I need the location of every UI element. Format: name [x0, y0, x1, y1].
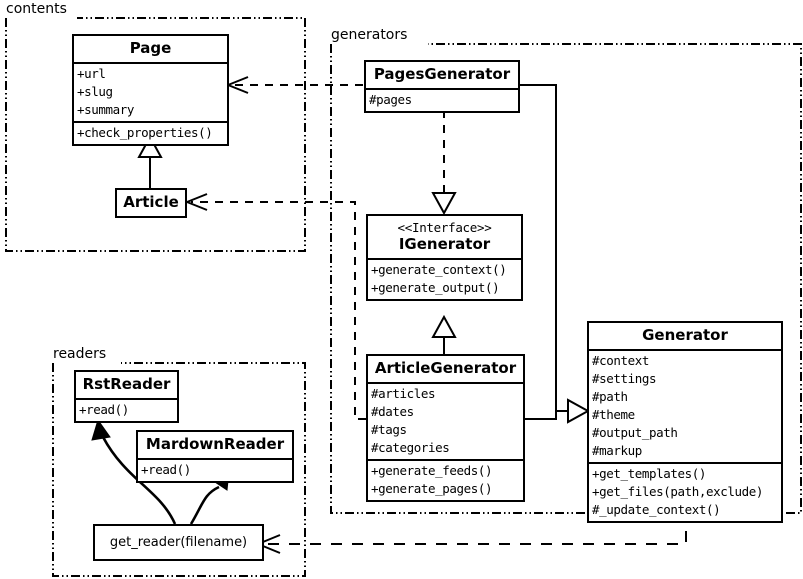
class-generator-attributes: #context #settings #path #theme #output_… — [589, 349, 781, 462]
class-article-generator-attributes: #articles #dates #tags #categories — [368, 382, 523, 459]
class-article-name: Article — [123, 193, 179, 211]
arrowhead-realization-igenerator — [431, 192, 457, 216]
operation-row: +generate_output() — [371, 280, 500, 296]
operation-row: +check_properties() — [77, 125, 213, 141]
attribute-row: +slug — [77, 84, 113, 100]
class-article-generator-operations: +generate_feeds() +generate_pages() — [368, 459, 523, 500]
line-articlegenerator-to-generator — [524, 411, 557, 420]
attribute-row: #markup — [592, 443, 642, 459]
function-box-get-reader[interactable]: get_reader(filename) — [93, 524, 264, 561]
attribute-row: #pages — [369, 92, 412, 108]
operation-row: +read() — [141, 462, 191, 478]
attribute-row: #path — [592, 389, 628, 405]
package-border-contents — [5, 17, 306, 252]
class-igenerator-stereotype: <<Interface>> — [397, 220, 492, 235]
arrowhead-generalization-generator — [567, 398, 591, 424]
class-rst-reader[interactable]: RstReader +read() — [74, 370, 179, 424]
operation-row: +generate_feeds() — [371, 463, 493, 479]
attribute-row: +summary — [77, 102, 135, 118]
class-igenerator[interactable]: <<Interface>> IGenerator +generate_conte… — [366, 214, 523, 302]
class-pages-generator-attributes: #pages — [366, 88, 518, 111]
operation-row: +get_templates() — [592, 466, 707, 482]
operation-row: +get_files(path,exclude) — [592, 484, 764, 500]
class-mardown-reader[interactable]: MardownReader +read() — [136, 430, 294, 484]
attribute-row: #context — [592, 353, 650, 369]
function-box-get-reader-label: get_reader(filename) — [109, 535, 248, 550]
package-label-contents: contents — [6, 1, 67, 17]
class-pages-generator-name: PagesGenerator — [373, 65, 511, 83]
arrowhead-generalization-igenerator — [431, 314, 457, 338]
class-generator-operations: +get_templates() +get_files(path,exclude… — [589, 462, 781, 521]
class-igenerator-operations: +generate_context() +generate_output() — [368, 258, 521, 299]
package-border-readers — [52, 362, 306, 577]
package-label-generators: generators — [331, 27, 408, 43]
operation-row: +read() — [79, 402, 129, 418]
class-generator[interactable]: Generator #context #settings #path #them… — [587, 321, 783, 524]
class-pages-generator[interactable]: PagesGenerator #pages — [364, 60, 520, 114]
attribute-row: #categories — [371, 440, 450, 456]
package-label-readers: readers — [53, 346, 107, 362]
attribute-row: #theme — [592, 407, 635, 423]
class-igenerator-label: IGenerator — [398, 235, 491, 253]
attribute-row: +url — [77, 66, 106, 82]
attribute-row: #output_path — [592, 425, 678, 441]
arrowhead-dependency-page — [227, 76, 249, 94]
class-igenerator-name: <<Interface>> IGenerator — [368, 216, 521, 258]
attribute-row: #articles — [371, 386, 436, 402]
attribute-row: #tags — [371, 422, 407, 438]
arrowhead-dependency-article — [186, 193, 208, 211]
operation-row: +generate_pages() — [371, 481, 493, 497]
line-get-reader-to-mardownreader — [189, 485, 220, 525]
line-articlegenerator-to-article — [191, 201, 366, 420]
operation-row: #_update_context() — [592, 502, 721, 518]
operation-row: +generate_context() — [371, 262, 507, 278]
line-get-reader-to-rstreader — [101, 436, 177, 525]
class-article-generator-name: ArticleGenerator — [374, 359, 517, 377]
class-mardown-reader-operations: +read() — [138, 458, 292, 481]
class-page[interactable]: Page +url +slug +summary +check_properti… — [72, 34, 229, 147]
class-rst-reader-operations: +read() — [76, 398, 177, 421]
class-generator-name: Generator — [642, 326, 728, 344]
class-mardown-reader-name: MardownReader — [145, 435, 285, 453]
line-generator-to-get-reader — [264, 510, 687, 545]
attribute-row: #dates — [371, 404, 414, 420]
class-article-generator[interactable]: ArticleGenerator #articles #dates #tags … — [366, 354, 525, 503]
attribute-row: #settings — [592, 371, 657, 387]
arrowhead-generalization-page — [137, 134, 163, 158]
class-page-operations: +check_properties() — [74, 121, 227, 144]
line-pagesgenerator-to-generator — [519, 84, 568, 412]
class-page-attributes: +url +slug +summary — [74, 62, 227, 121]
class-rst-reader-name: RstReader — [82, 375, 171, 393]
class-article[interactable]: Article — [115, 188, 187, 219]
arrowhead-creates-rstreader — [91, 418, 111, 441]
class-page-name: Page — [129, 39, 172, 57]
